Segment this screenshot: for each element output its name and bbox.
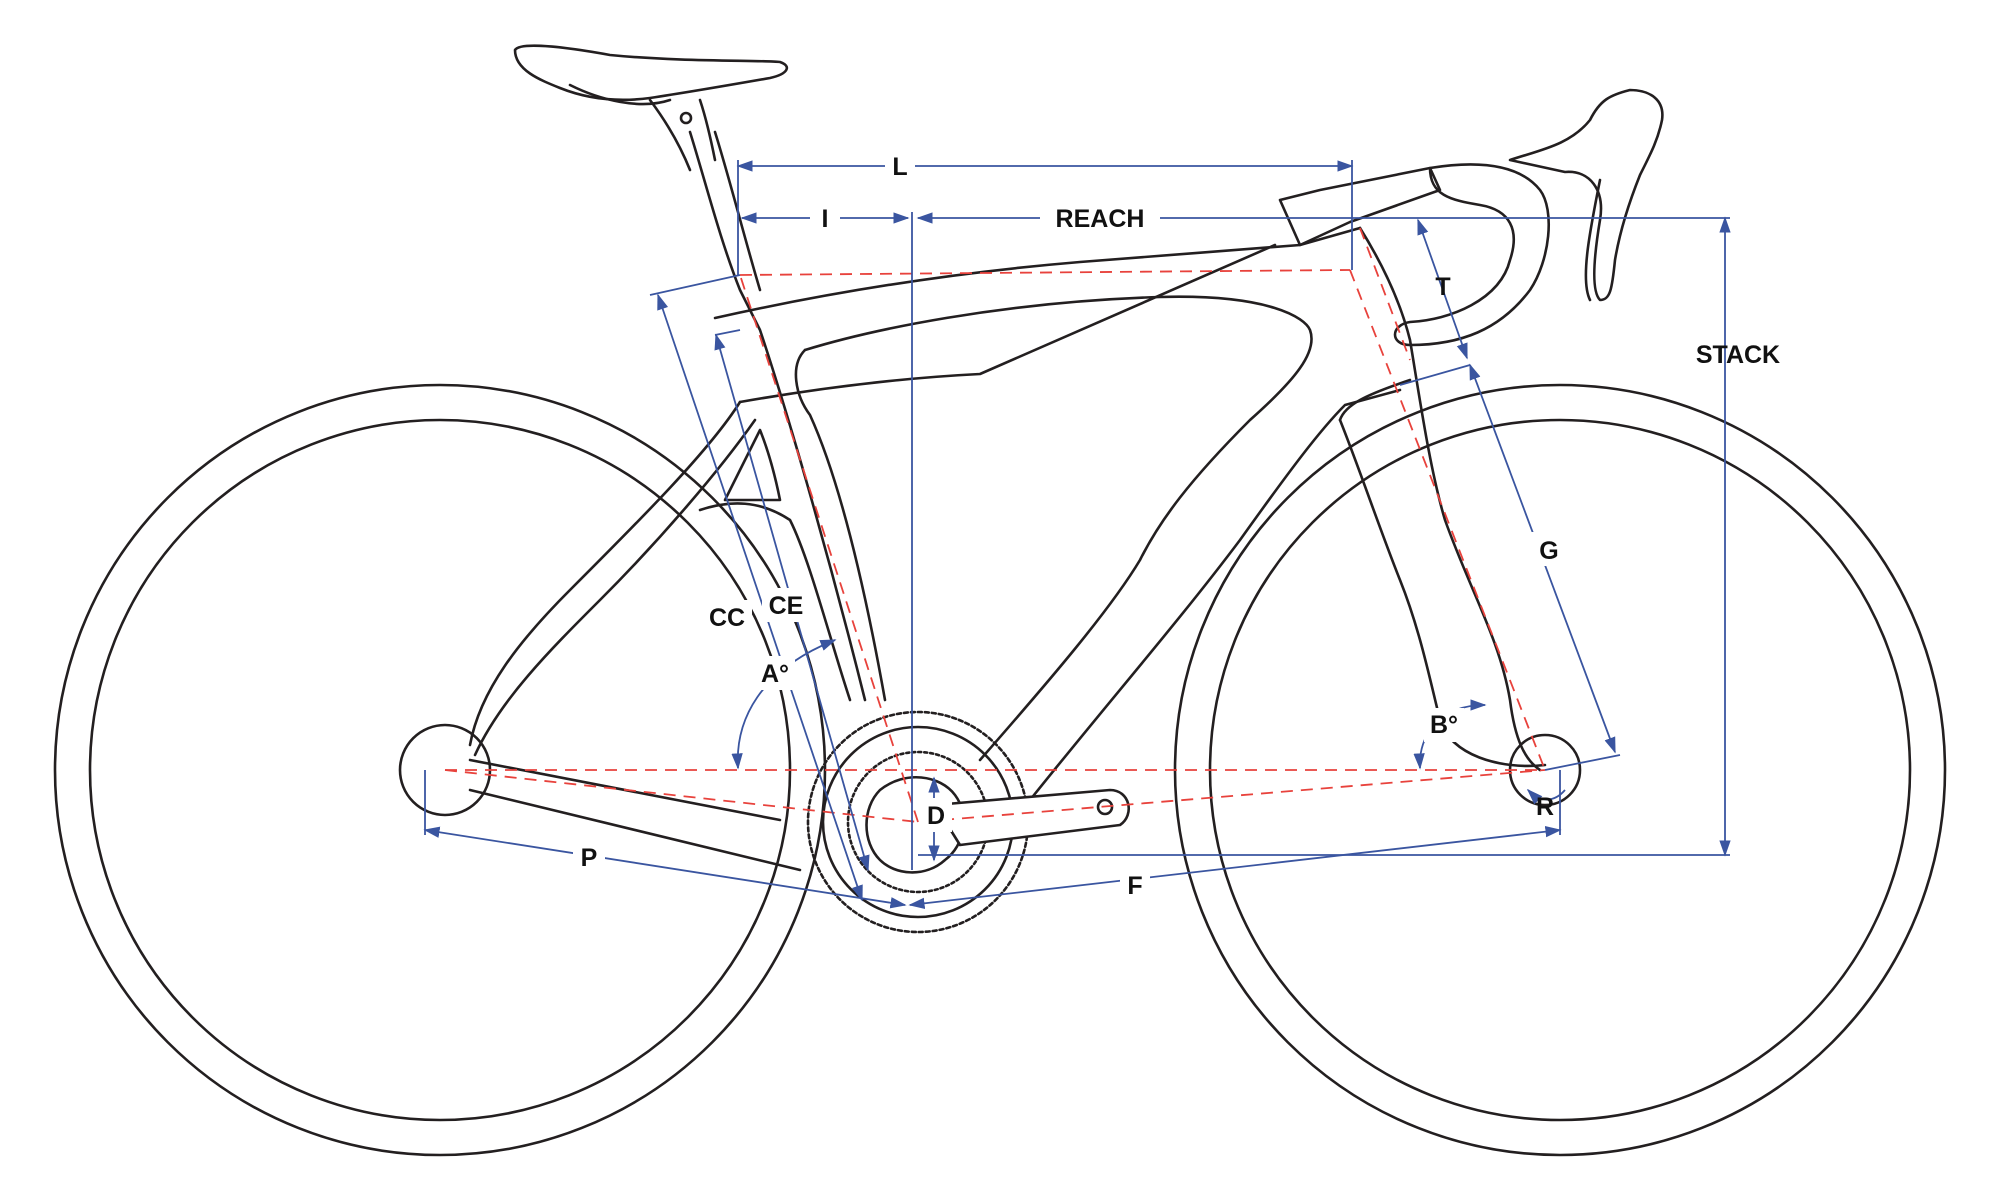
label-l: L — [892, 153, 907, 181]
label-ce: CE — [769, 592, 804, 620]
label-i: I — [822, 205, 829, 233]
label-stack: STACK — [1696, 341, 1780, 369]
bike-frame — [468, 44, 1664, 872]
label-d: D — [927, 802, 945, 830]
label-t: T — [1435, 273, 1450, 301]
label-b: B° — [1430, 711, 1458, 739]
label-p: P — [581, 844, 598, 872]
label-cc: CC — [709, 604, 745, 632]
label-g: G — [1539, 537, 1558, 565]
brake-lever — [1508, 88, 1664, 302]
label-a: A° — [761, 660, 789, 688]
handlebar — [1393, 163, 1550, 347]
label-f: F — [1127, 872, 1142, 900]
label-r: R — [1536, 793, 1554, 821]
stem — [1278, 166, 1442, 247]
label-reach: REACH — [1056, 205, 1145, 233]
rear-wheel — [53, 383, 827, 1157]
saddle — [513, 44, 789, 102]
dimension-lines — [423, 160, 1731, 909]
dimension-labels: L I REACH T STACK G CC CE A° B° D R P F — [573, 148, 1780, 902]
